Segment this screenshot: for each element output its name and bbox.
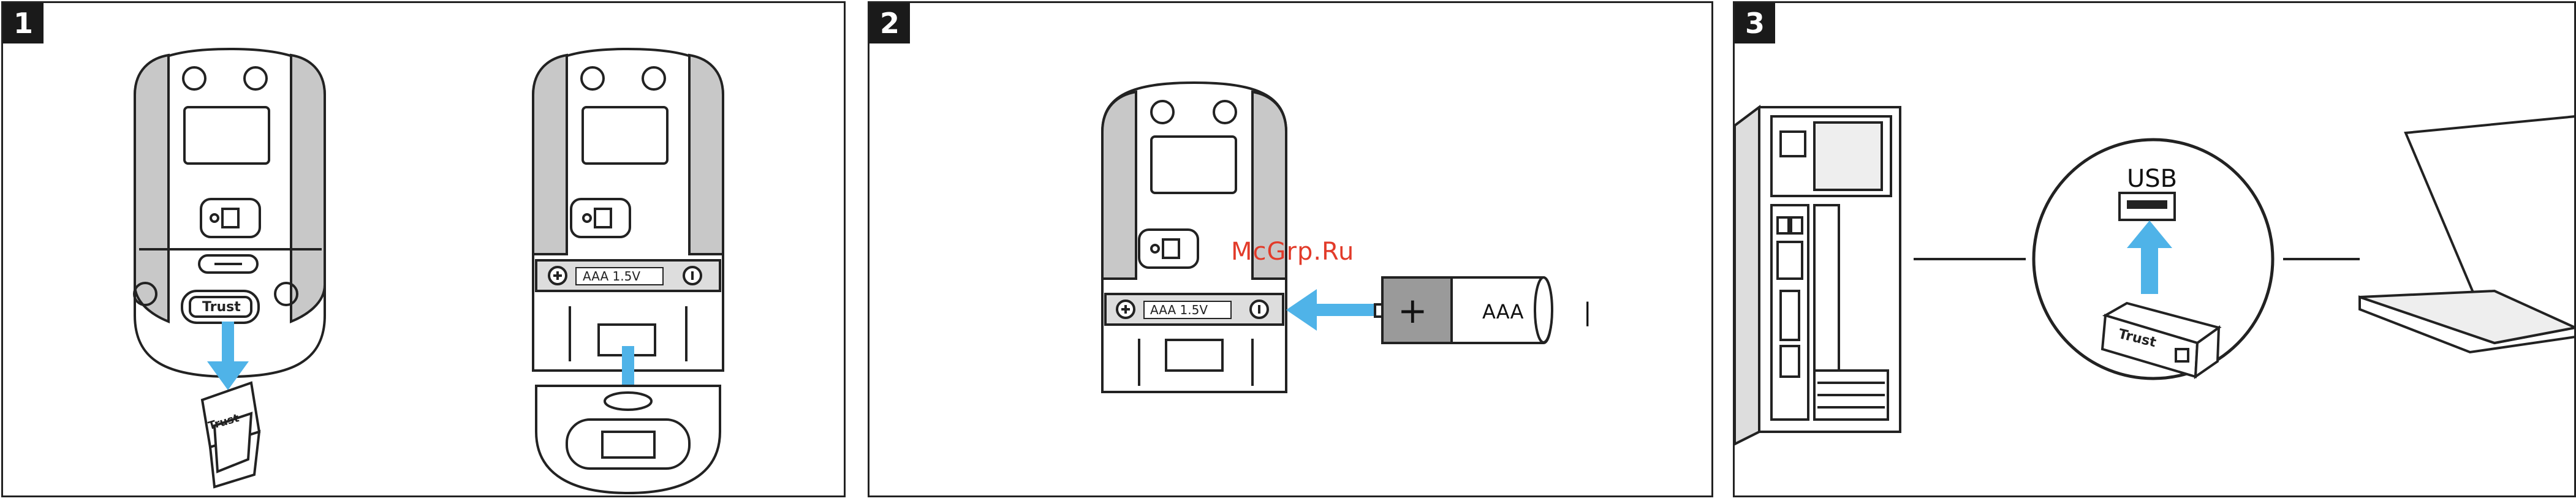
desktop-computer-icon bbox=[1735, 107, 1900, 444]
brand-label-mouse: Trust bbox=[202, 299, 241, 315]
laptop-icon bbox=[2360, 116, 2575, 352]
usb-dongle bbox=[202, 383, 259, 487]
battery-compartment-label-1: AAA 1.5V bbox=[583, 269, 640, 284]
usb-label: USB bbox=[2127, 165, 2177, 193]
battery-plus-sign: + bbox=[1398, 290, 1428, 331]
battery-minus-sign: | bbox=[1583, 298, 1591, 326]
battery-type-label: AAA bbox=[1482, 300, 1524, 323]
mouse-battery-view bbox=[533, 49, 723, 371]
insert-battery-arrow bbox=[1286, 289, 1375, 331]
battery-cover bbox=[536, 386, 720, 493]
step-1-illustration: Trust Trust bbox=[3, 3, 846, 497]
battery-compartment-label-2: AAA 1.5V bbox=[1150, 303, 1208, 317]
step-panel-3: 3 USB bbox=[1733, 1, 2576, 497]
watermark: McGrp.Ru bbox=[1231, 238, 1354, 266]
step-panel-2: 2 AAA 1.5V bbox=[868, 1, 1713, 497]
step-3-illustration: USB Trust bbox=[1735, 3, 2576, 497]
step-panel-1: 1 Trust bbox=[1, 1, 846, 497]
